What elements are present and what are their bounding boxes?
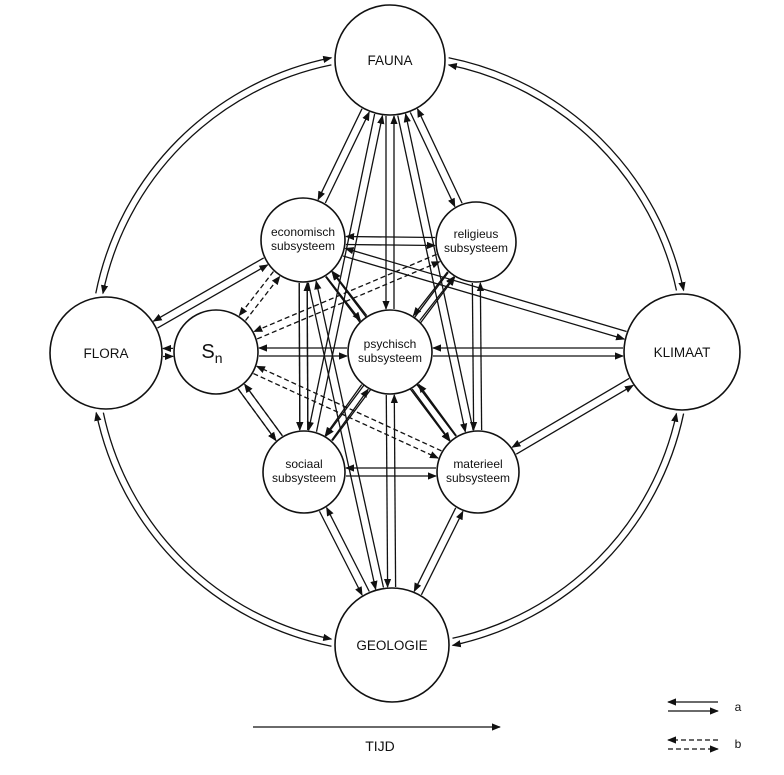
arc-arrow-fauna-klimaat-fwd (448, 57, 686, 292)
node-religieus: religieus subsysteem (435, 201, 517, 283)
node-sociaal-label-1: sociaal (285, 457, 322, 471)
legend: a b (667, 698, 742, 753)
arrow-soc-eco-back (296, 283, 304, 431)
arrow-eco-rel-back (345, 232, 436, 241)
arc-arrow-geologie-flora-fwd (94, 411, 332, 647)
time-axis-label: TIJD (365, 738, 395, 754)
arrow-rel-psy-fwd (412, 271, 449, 317)
node-materieel: materieel subsysteem (436, 430, 520, 514)
arrow-sn-eco-fwd (245, 275, 281, 321)
arc-arrow-flora-fauna-back (100, 64, 332, 295)
arrow-sn-mat-back (255, 365, 442, 452)
arrow-sn-eco-back (238, 271, 274, 317)
arrow-sn-soc-fwd (237, 388, 277, 442)
node-klimaat: KLIMAAT (623, 293, 741, 411)
node-fauna-label: FAUNA (367, 53, 412, 68)
arrow-eco-klimaat-fwd (342, 255, 626, 341)
node-sn-main: S (201, 341, 214, 363)
arrow-eco-geologie-fwd (307, 282, 378, 591)
arrow-eco-geologie-back (314, 280, 385, 588)
node-fauna: FAUNA (334, 4, 446, 116)
arrow-mat-klimaat-fwd (515, 384, 634, 455)
arrow-rel-fauna-fwd (416, 108, 463, 204)
arrow-soc-geologie-back (326, 506, 370, 592)
node-sociaal: sociaal subsysteem (262, 430, 346, 514)
arrow-psy-geologie-fwd (383, 395, 392, 588)
arc-arrow-flora-fauna-fwd (95, 55, 333, 294)
node-psychisch: psychisch subsysteem (347, 309, 433, 395)
arrow-psy-geologie-back (390, 394, 398, 587)
arrow-eco-rel-fwd (345, 241, 436, 250)
node-flora: FLORA (49, 296, 163, 410)
node-economisch: economisch subsysteem (260, 197, 346, 283)
arrow-soc-fauna-back (306, 113, 376, 431)
node-religieus-label-1: religieus (454, 227, 499, 241)
node-religieus-label-2: subsysteem (444, 241, 508, 255)
arc-arrow-geologie-flora-back (102, 412, 333, 642)
arrow-psy-mat-back (418, 383, 457, 437)
arrow-sn-soc-back (244, 383, 283, 437)
time-axis: TIJD (253, 723, 501, 754)
arrow-sn-mat-fwd (253, 372, 439, 459)
node-sn-sub: n (215, 350, 223, 366)
legend-dashed-label: b (735, 737, 742, 751)
arrow-eco-flora-fwd (152, 257, 265, 322)
arrow-eco-fauna-back (317, 108, 363, 201)
node-sociaal-label-2: subsysteem (272, 471, 336, 485)
arrow-eco-flora-back (157, 264, 269, 329)
arc-arrow-klimaat-geologie-fwd (451, 413, 685, 648)
legend-solid-label: a (735, 700, 742, 714)
node-economisch-label-2: subsysteem (271, 239, 335, 253)
node-sn: Sn (173, 309, 259, 395)
node-flora-label: FLORA (83, 346, 128, 361)
arrow-eco-psy-fwd (325, 276, 362, 322)
arrow-soc-fauna-fwd (315, 114, 385, 432)
legend-dashed-arrows (667, 736, 719, 753)
arrow-sn-rel-back (253, 253, 437, 333)
node-economisch-label-1: economisch (271, 225, 335, 239)
node-geologie: GEOLOGIE (334, 587, 450, 703)
node-psychisch-label-2: subsysteem (358, 351, 422, 365)
node-materieel-label-1: materieel (453, 457, 502, 471)
arrow-eco-fauna-fwd (324, 111, 370, 204)
node-psychisch-label-1: psychisch (364, 337, 417, 351)
node-materieel-label-2: subsysteem (446, 471, 510, 485)
arrow-rel-fauna-back (409, 112, 456, 208)
arrow-psy-mat-fwd (411, 388, 451, 442)
legend-solid-arrows (667, 698, 719, 715)
arrow-soc-geologie-fwd (318, 510, 363, 596)
arc-arrow-fauna-klimaat-back (447, 62, 678, 291)
arrow-psy-soc-fwd (324, 384, 363, 437)
arrow-mat-fauna-fwd (403, 113, 474, 431)
arrow-soc-eco-fwd (303, 282, 311, 430)
node-sn-label: Sn (201, 341, 222, 366)
arrow-psy-soc-back (331, 388, 369, 441)
arrow-mat-klimaat-back (511, 377, 630, 448)
arrow-mat-geologie-fwd (413, 507, 457, 593)
arrow-mat-geologie-back (420, 510, 464, 596)
arrow-sn-rel-fwd (256, 261, 441, 340)
node-geologie-label: GEOLOGIE (356, 638, 427, 653)
connection-arrows (94, 55, 686, 648)
arc-arrow-klimaat-geologie-back (452, 412, 679, 639)
arrow-eco-klimaat-back (344, 247, 627, 333)
node-klimaat-label: KLIMAAT (654, 345, 711, 360)
arrow-rel-psy-back (419, 276, 455, 321)
